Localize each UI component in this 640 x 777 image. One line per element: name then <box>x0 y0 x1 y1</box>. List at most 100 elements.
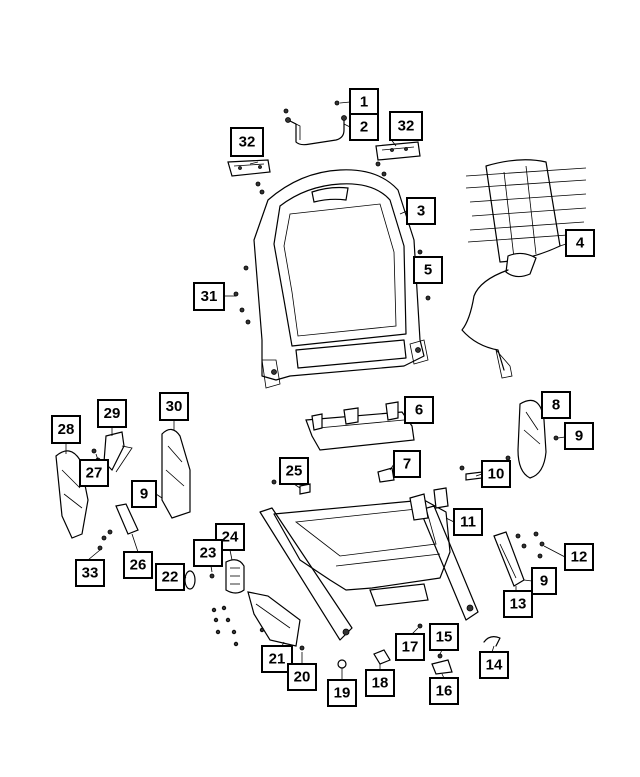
callout-23: 23 <box>193 539 223 567</box>
callout-12: 12 <box>564 543 594 571</box>
callout-8: 8 <box>541 391 571 419</box>
callout-32-right: 32 <box>389 111 423 141</box>
callout-29: 29 <box>97 399 127 428</box>
callout-16: 16 <box>429 677 459 705</box>
part-2-bracket <box>285 115 347 146</box>
svg-text:5: 5 <box>424 262 432 279</box>
svg-text:20: 20 <box>294 669 311 686</box>
part-18-clip <box>373 649 391 665</box>
part-26-bracket <box>107 503 139 535</box>
part-30-shield <box>161 428 191 519</box>
svg-text:14: 14 <box>486 657 503 674</box>
callout-5: 5 <box>413 256 443 284</box>
leader-lines <box>65 101 567 680</box>
svg-text:15: 15 <box>436 629 453 646</box>
callout-22: 22 <box>155 563 185 591</box>
svg-text:11: 11 <box>460 514 476 531</box>
part-24-switch <box>225 559 245 594</box>
part-15-screw <box>437 653 443 659</box>
svg-text:7: 7 <box>403 456 411 473</box>
callout-10: 10 <box>481 460 511 488</box>
svg-text:3: 3 <box>417 203 425 220</box>
callout-6: 6 <box>404 396 434 424</box>
callout-19: 19 <box>327 679 357 707</box>
callout-20: 20 <box>287 663 317 691</box>
part-22-knob <box>184 570 196 590</box>
callout-14: 14 <box>479 651 509 679</box>
callout-30: 30 <box>159 392 189 421</box>
part-1-fasteners <box>283 100 340 114</box>
part-11-cushion-frame <box>259 487 479 641</box>
svg-text:9: 9 <box>140 486 148 503</box>
callout-3: 3 <box>406 197 436 225</box>
svg-text:29: 29 <box>104 405 121 422</box>
part-3-seatback-frame <box>253 169 429 389</box>
svg-text:21: 21 <box>269 651 286 668</box>
svg-text:31: 31 <box>201 288 218 305</box>
part-8-right-shield <box>517 399 559 479</box>
part-32-left-trim <box>227 159 271 177</box>
part-5-fasteners <box>417 249 431 301</box>
svg-text:23: 23 <box>200 545 217 562</box>
callout-18: 18 <box>365 669 395 697</box>
svg-text:4: 4 <box>576 235 585 252</box>
svg-text:25: 25 <box>286 463 303 480</box>
svg-text:30: 30 <box>166 398 183 415</box>
callout-17: 17 <box>395 633 425 661</box>
part-12-screws <box>515 531 545 559</box>
svg-text:10: 10 <box>488 466 505 483</box>
part-16-bracket <box>431 659 453 675</box>
svg-text:18: 18 <box>372 675 389 692</box>
part-31-fasteners <box>233 265 251 325</box>
svg-text:16: 16 <box>436 683 453 700</box>
svg-text:22: 22 <box>162 569 179 586</box>
callout-28: 28 <box>51 415 81 444</box>
part-23-screw <box>209 573 215 579</box>
callout-15: 15 <box>429 623 459 651</box>
svg-text:1: 1 <box>360 94 368 111</box>
callout-26: 26 <box>123 551 153 579</box>
svg-text:13: 13 <box>510 596 527 613</box>
part-13-side-cover <box>493 531 525 587</box>
callout-9-left: 9 <box>131 480 157 508</box>
callout-9-right-upper: 9 <box>564 422 594 450</box>
part-17-bolt <box>417 623 423 629</box>
svg-text:24: 24 <box>222 529 239 546</box>
callout-13: 13 <box>503 590 533 618</box>
callout-2: 2 <box>349 113 379 141</box>
part-screws-lower-left <box>211 605 265 647</box>
callout-31: 31 <box>193 282 225 311</box>
callout-9-right-lower: 9 <box>531 567 557 595</box>
svg-text:26: 26 <box>130 557 147 574</box>
callout-1: 1 <box>349 88 379 116</box>
svg-text:33: 33 <box>82 565 99 582</box>
svg-text:27: 27 <box>86 465 103 482</box>
callout-4: 4 <box>565 229 595 257</box>
svg-text:6: 6 <box>415 402 423 419</box>
svg-text:12: 12 <box>571 549 588 566</box>
svg-text:9: 9 <box>540 573 548 590</box>
part-33-screws <box>97 535 107 551</box>
callout-7: 7 <box>393 450 421 478</box>
part-7-clip <box>377 467 395 483</box>
part-4-suspension-mat <box>461 159 587 379</box>
part-14-clip <box>483 636 501 647</box>
svg-text:17: 17 <box>402 639 419 656</box>
svg-text:32: 32 <box>398 118 415 135</box>
callout-32-left: 32 <box>230 127 264 157</box>
part-21-lower-trim <box>247 591 301 647</box>
svg-text:32: 32 <box>239 134 256 151</box>
callout-33: 33 <box>75 559 105 587</box>
svg-text:28: 28 <box>58 421 75 438</box>
svg-text:9: 9 <box>575 428 583 445</box>
svg-text:19: 19 <box>334 685 351 702</box>
callout-27: 27 <box>79 459 109 487</box>
callout-11: 11 <box>453 508 483 536</box>
part-6-crossmember <box>305 401 415 451</box>
svg-text:2: 2 <box>360 119 368 136</box>
svg-text:8: 8 <box>552 397 560 414</box>
part-19-nut <box>337 659 347 669</box>
callout-25: 25 <box>279 457 309 485</box>
part-32-right-trim <box>375 141 421 161</box>
